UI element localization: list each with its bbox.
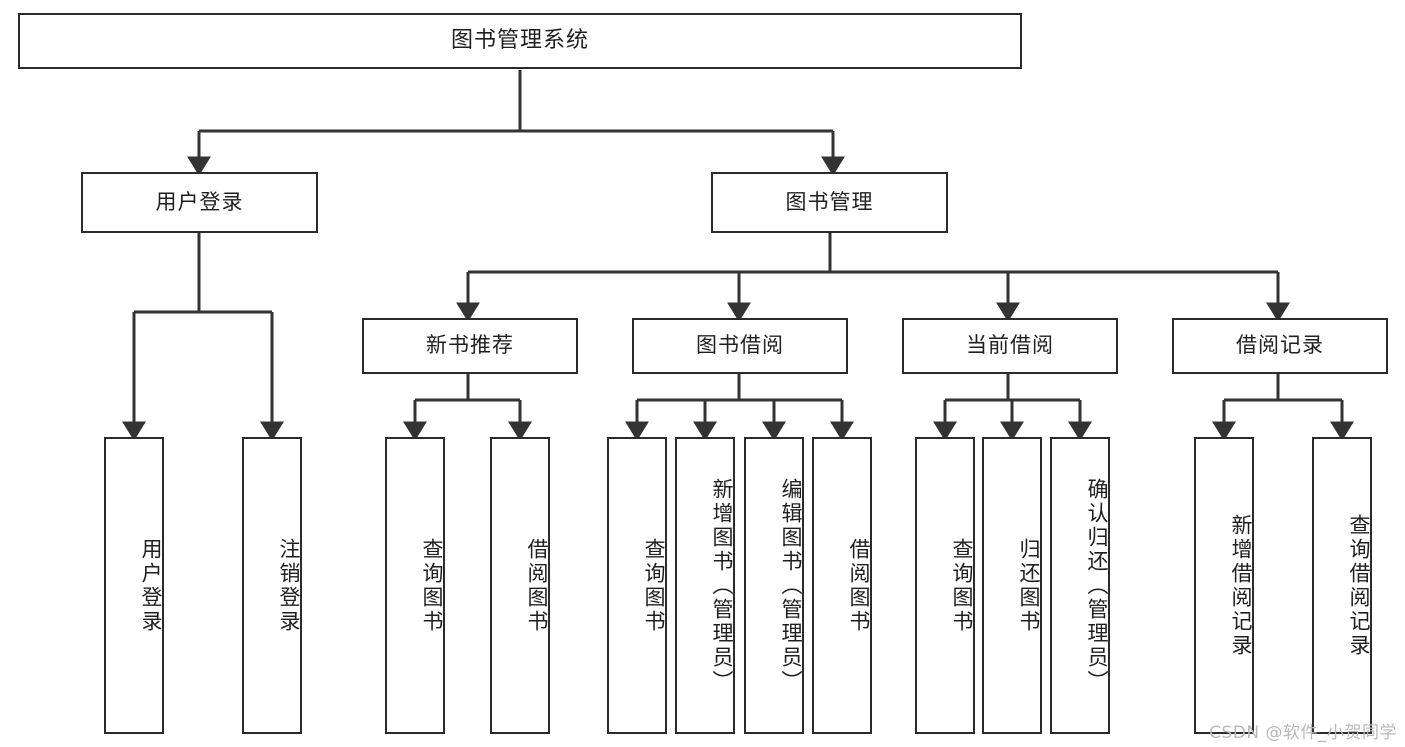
- node-label: 查询图书: [950, 537, 974, 634]
- leaf-add-borrow-record[interactable]: 新增借阅记录: [1194, 437, 1254, 734]
- node-label: 图书借阅: [696, 333, 784, 358]
- node-label: 确认归还（管理员）: [1085, 477, 1109, 694]
- node-label: 当前借阅: [966, 333, 1054, 358]
- node-book-manage[interactable]: 图书管理: [711, 172, 948, 233]
- leaf-user-login[interactable]: 用户登录: [104, 437, 164, 734]
- leaf-return-book[interactable]: 归还图书: [982, 437, 1042, 734]
- node-user-login[interactable]: 用户登录: [81, 172, 318, 233]
- leaf-edit-book-admin[interactable]: 编辑图书（管理员）: [744, 437, 804, 734]
- node-current-borrow[interactable]: 当前借阅: [902, 318, 1118, 374]
- leaf-query-book-borrow[interactable]: 查询图书: [607, 437, 667, 734]
- leaf-confirm-return-admin[interactable]: 确认归还（管理员）: [1050, 437, 1110, 734]
- node-label: 借阅图书: [847, 537, 871, 634]
- node-label: 用户登录: [155, 189, 244, 214]
- leaf-query-borrow-record[interactable]: 查询借阅记录: [1312, 437, 1372, 734]
- node-label: 用户登录: [139, 537, 163, 634]
- node-book-borrow[interactable]: 图书借阅: [632, 318, 848, 374]
- node-label: 新增借阅记录: [1229, 513, 1253, 658]
- node-root-system[interactable]: 图书管理系统: [18, 13, 1022, 69]
- watermark-text: CSDN @软件_小贺同学: [1209, 723, 1397, 743]
- node-label: 新书推荐: [426, 333, 514, 358]
- node-label: 借阅记录: [1236, 333, 1324, 358]
- node-label: 编辑图书（管理员）: [779, 477, 803, 694]
- leaf-borrow-book-rec[interactable]: 借阅图书: [490, 437, 550, 734]
- node-label: 查询借阅记录: [1347, 513, 1371, 658]
- leaf-logout-login[interactable]: 注销登录: [242, 437, 302, 734]
- node-new-book-rec[interactable]: 新书推荐: [362, 318, 578, 374]
- leaf-add-book-admin[interactable]: 新增图书（管理员）: [675, 437, 735, 734]
- node-label: 查询图书: [642, 537, 666, 634]
- node-label: 归还图书: [1017, 537, 1041, 634]
- node-label: 图书管理: [785, 189, 874, 214]
- node-label: 图书管理系统: [450, 27, 589, 53]
- node-label: 查询图书: [420, 537, 444, 634]
- node-label: 借阅图书: [525, 537, 549, 634]
- node-label: 新增图书（管理员）: [710, 477, 734, 694]
- leaf-query-book-current[interactable]: 查询图书: [915, 437, 975, 734]
- node-label: 注销登录: [277, 537, 301, 634]
- leaf-query-book-rec[interactable]: 查询图书: [385, 437, 445, 734]
- leaf-borrow-book[interactable]: 借阅图书: [812, 437, 872, 734]
- node-borrow-record[interactable]: 借阅记录: [1172, 318, 1388, 374]
